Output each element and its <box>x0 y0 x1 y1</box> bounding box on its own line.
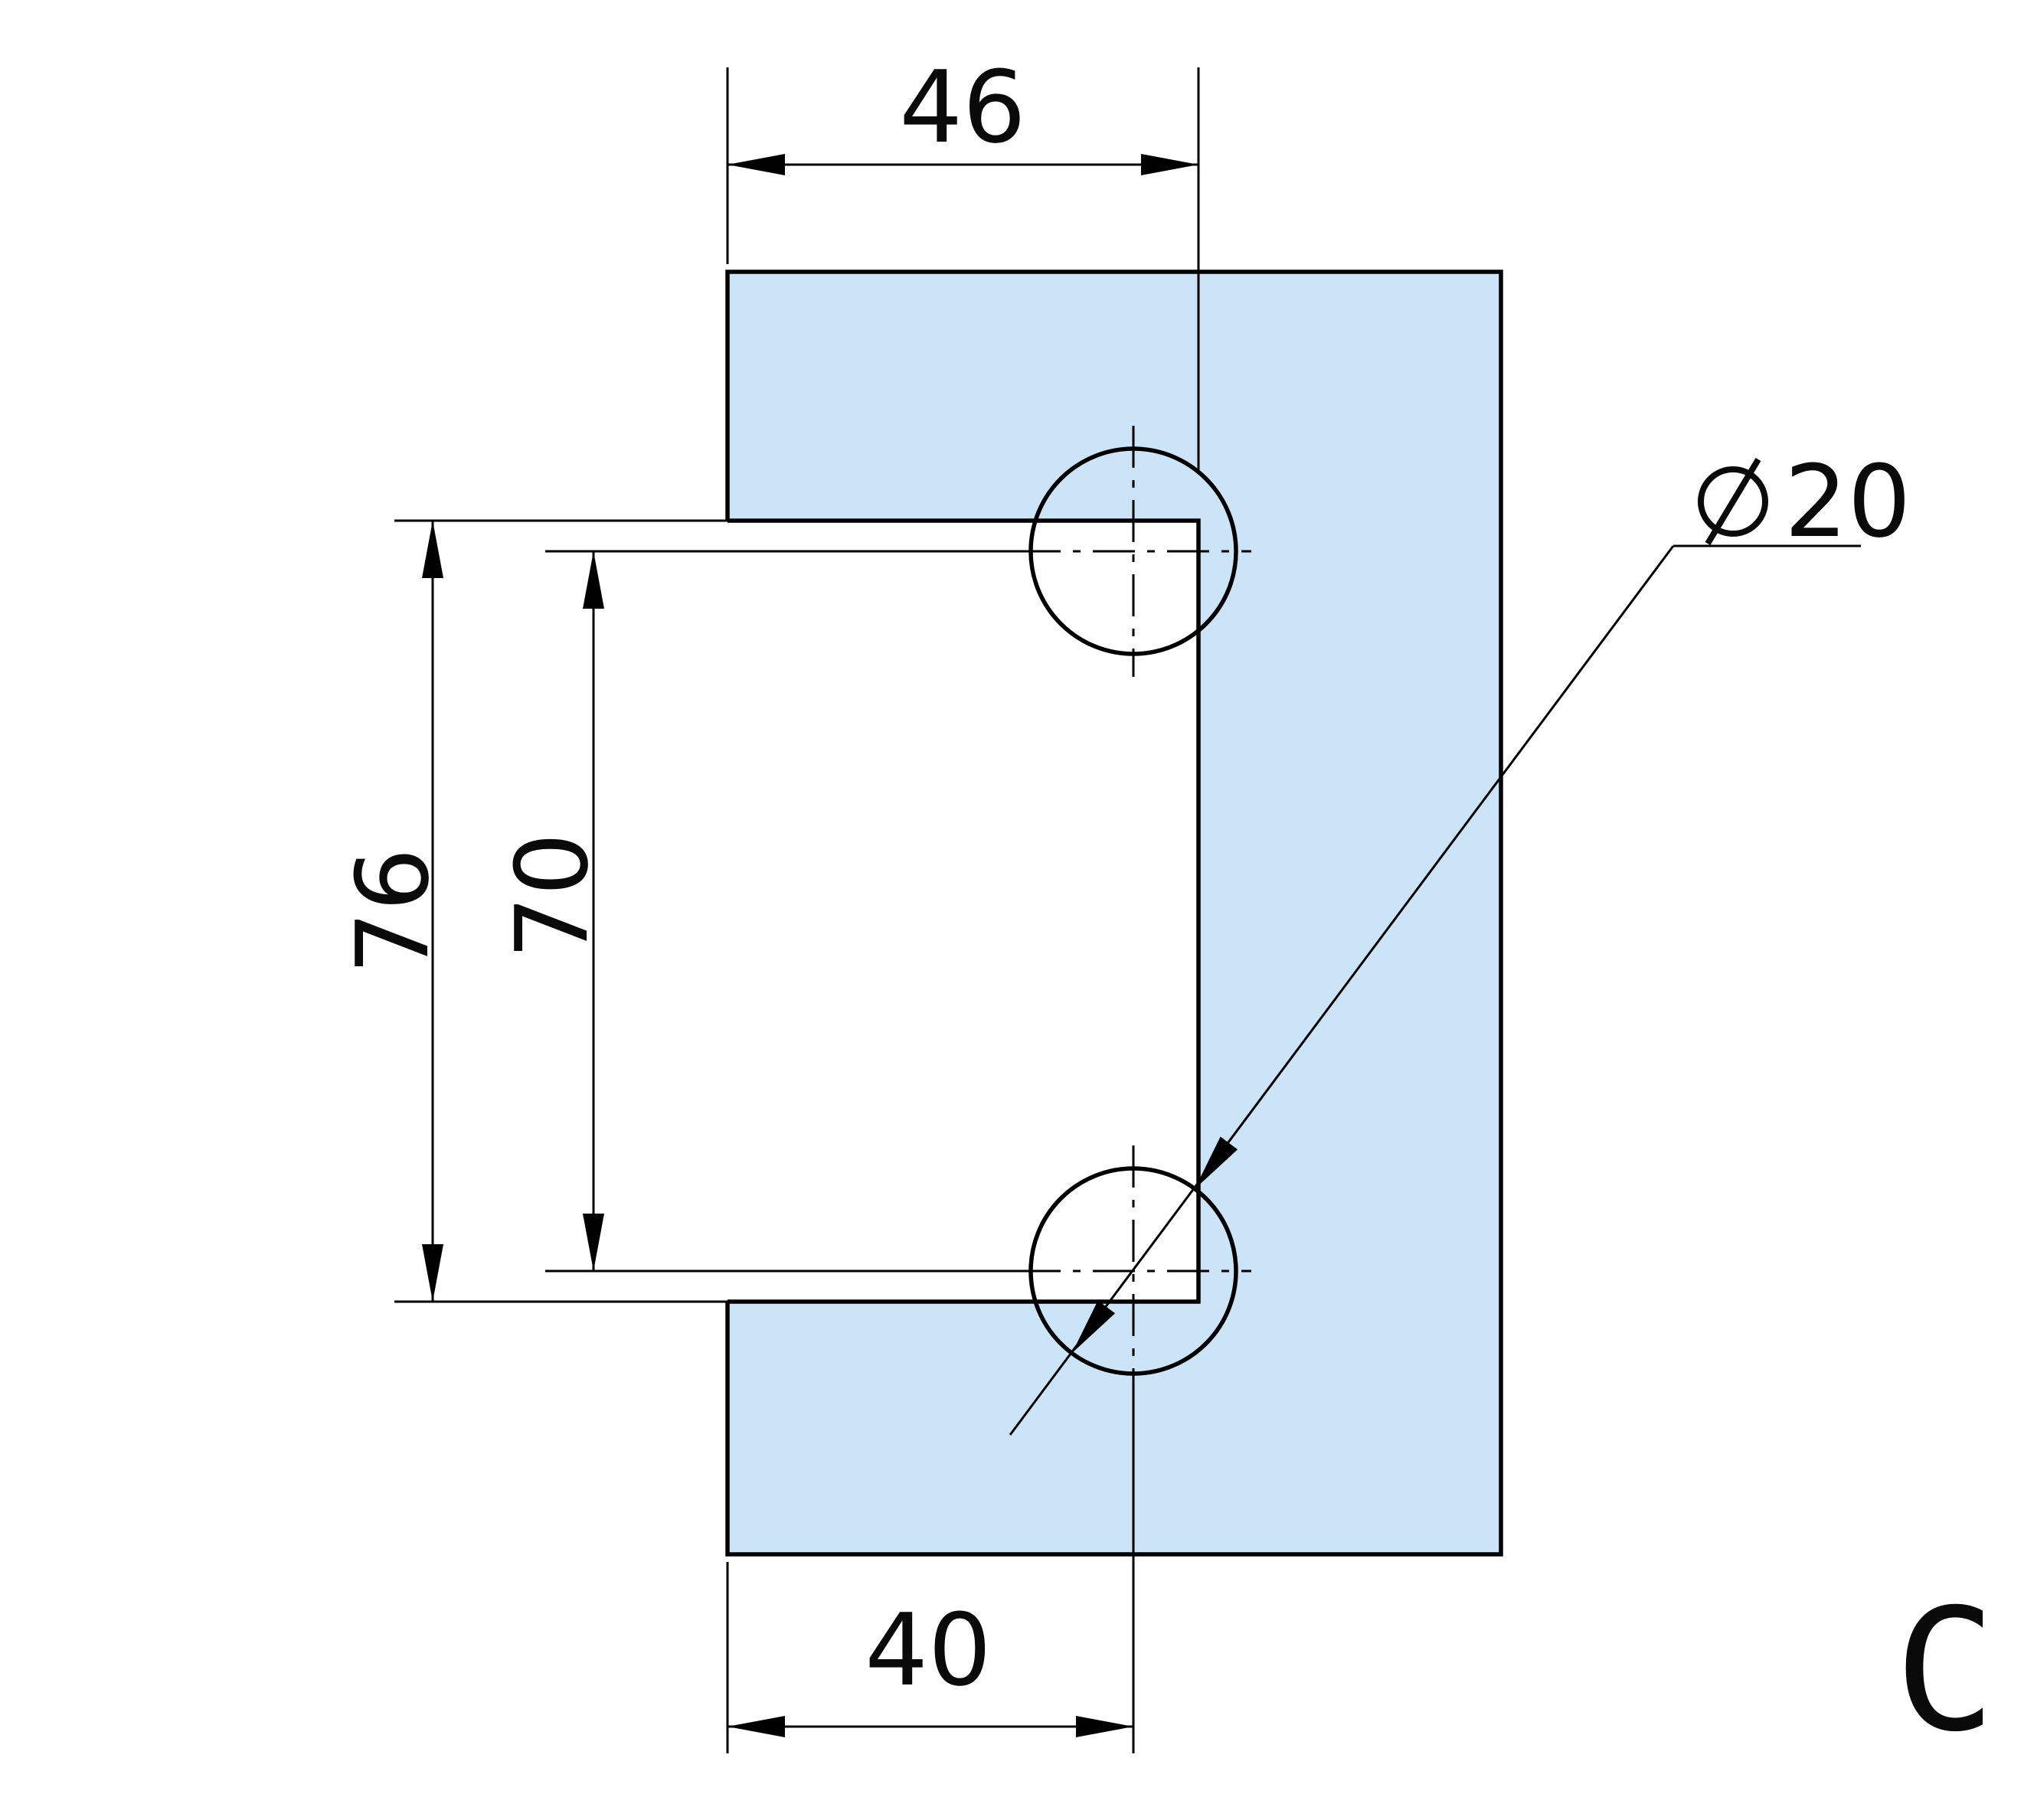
dimension-value: 70 <box>494 832 610 959</box>
leader-arrow-icon <box>1072 1300 1116 1353</box>
dimension-value: 20 <box>1784 443 1911 560</box>
dimension-hole-spacing: 70 <box>494 550 1019 1273</box>
dimension-value: 40 <box>865 1592 991 1708</box>
diameter-symbol-icon <box>1698 457 1768 546</box>
glass-panel <box>724 270 1503 1557</box>
dimension-top-width: 46 <box>726 49 1200 470</box>
notch-cutout-fill <box>724 521 1198 1302</box>
dimension-notch-height: 76 <box>335 519 729 1303</box>
hole-centerlines <box>1019 426 1251 1403</box>
glass-outline <box>725 270 1503 1557</box>
diameter-symbol-slash <box>1705 457 1761 546</box>
leader-arrow-icon <box>1195 1136 1238 1189</box>
arrow-right-icon <box>1141 154 1198 175</box>
arrow-right-icon <box>1076 1716 1133 1737</box>
view-label: C <box>1895 1573 1996 1769</box>
dimension-value: 46 <box>899 49 1025 165</box>
arrow-left-icon <box>728 154 785 175</box>
arrow-up-icon <box>583 551 604 609</box>
arrow-down-icon <box>422 1244 443 1302</box>
dimension-hole-offset: 40 <box>726 1401 1135 1753</box>
leader-line <box>1009 545 1675 1436</box>
notch-cutout-edge <box>728 518 1201 1304</box>
diameter-callout: 20 <box>1009 443 1911 1436</box>
arrow-left-icon <box>728 1716 785 1737</box>
arrow-down-icon <box>583 1214 604 1271</box>
dimension-value: 76 <box>335 848 451 974</box>
arrow-up-icon <box>422 521 443 578</box>
diameter-symbol-circle <box>1698 466 1768 537</box>
